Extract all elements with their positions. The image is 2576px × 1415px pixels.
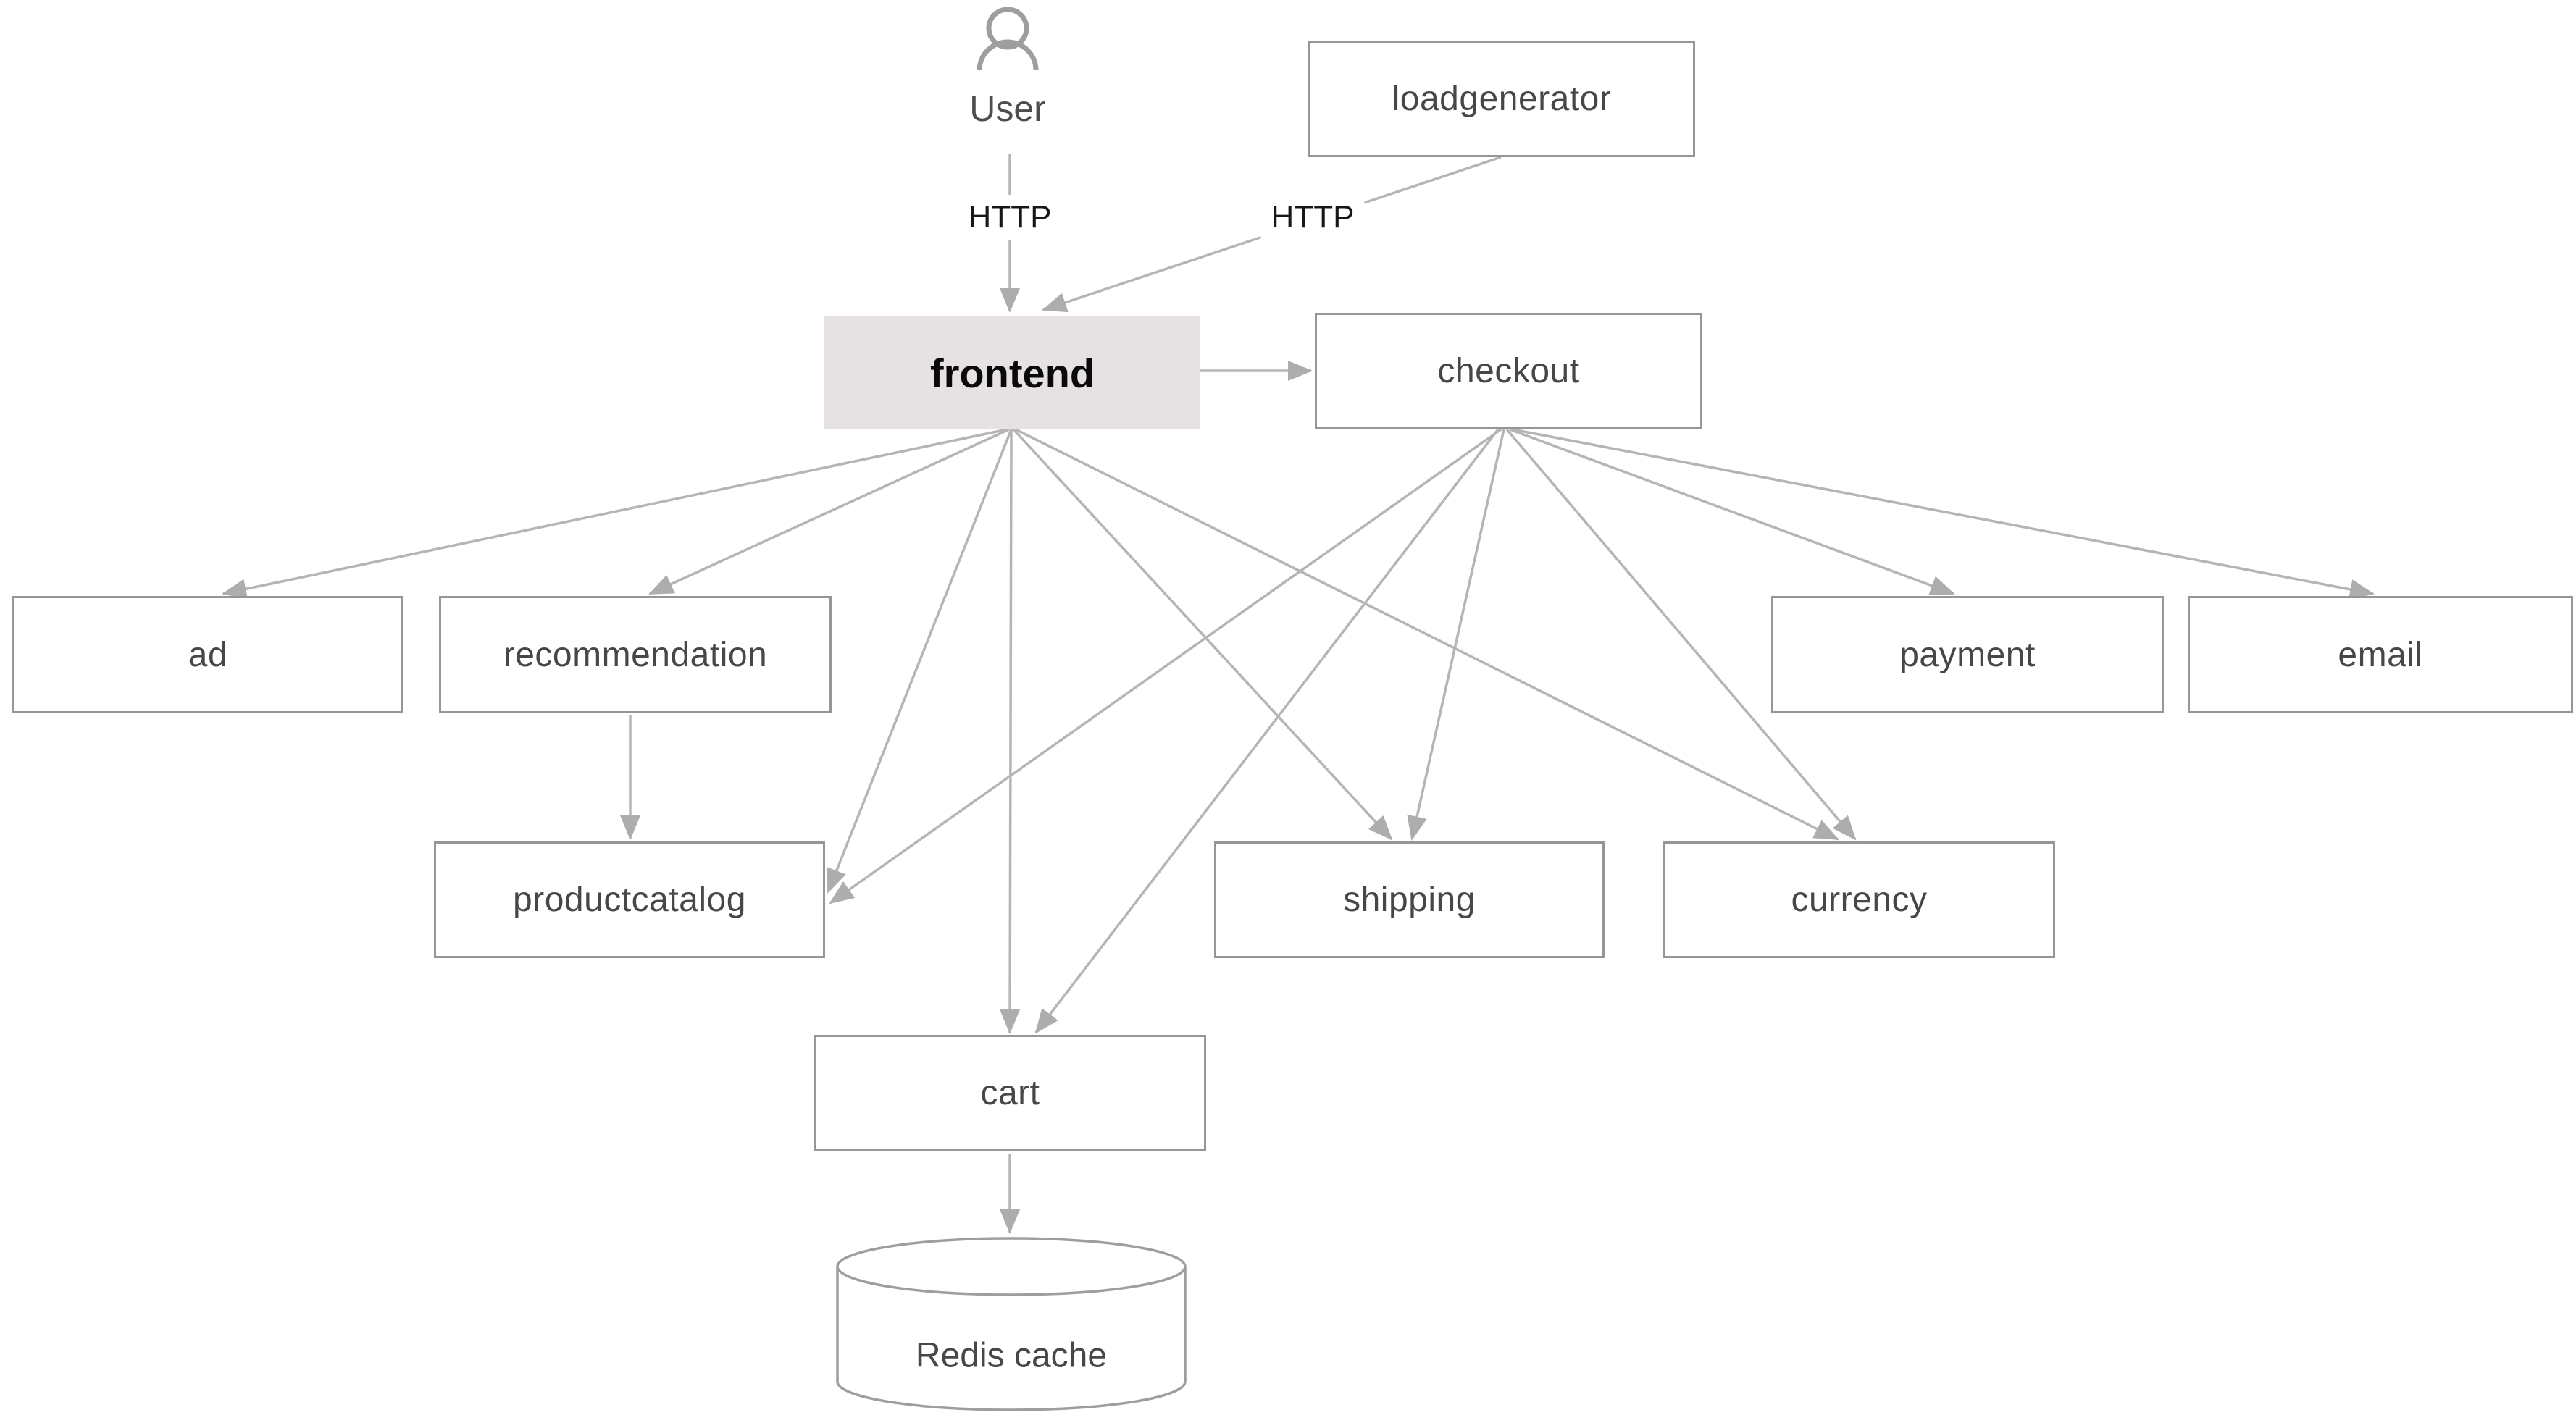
edge-checkout-to-productcatalog [829,428,1502,904]
edge-frontend-to-shipping [1012,428,1393,841]
edge-frontend-to-recommendation [648,428,1010,595]
edge-checkout-to-shipping [1407,429,1505,841]
edge-checkout-to-currency [1505,428,1857,841]
database-cylinder-icon [836,1237,1187,1411]
edge-frontend-to-ad [222,428,1008,600]
edge-frontend-to-currency [1015,428,1839,841]
edge-frontend-to-cart [1000,429,1021,1034]
edge-loadgenerator-to-frontend [1042,156,1502,313]
edge-checkout-to-cart [1034,428,1500,1034]
shapes-layer [836,7,1187,1411]
edge-frontend-to-productcatalog [827,429,1013,894]
edge-checkout-to-email [1512,428,2375,600]
edge-checkout-to-payment [1509,428,1955,596]
edges-layer [222,154,2375,1234]
user-icon [977,7,1039,71]
